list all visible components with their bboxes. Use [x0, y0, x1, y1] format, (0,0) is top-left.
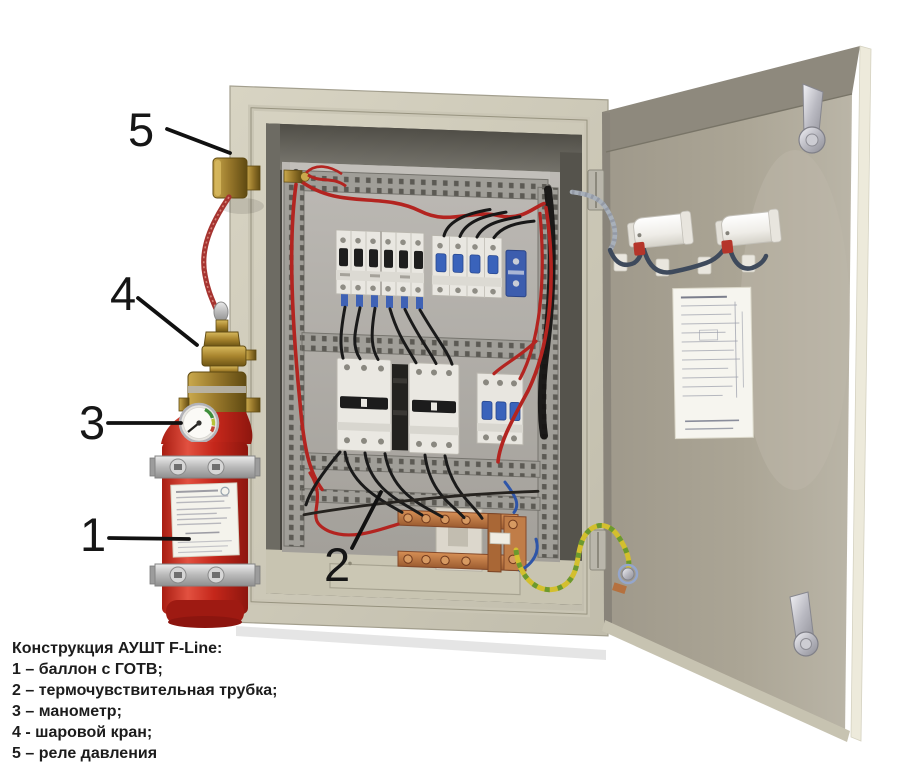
contactor-spacer: [392, 363, 408, 451]
ball-valve: [201, 319, 257, 375]
circuit-breaker-block-1: [335, 229, 425, 310]
caption-line-5: 5 – реле давления: [12, 745, 158, 762]
door-top-flange: [602, 46, 860, 152]
door-latch-top: [798, 83, 826, 154]
ground-wire: [513, 523, 639, 594]
door-outer-edge: [850, 45, 872, 742]
leader-line-1: [107, 536, 191, 541]
mounting-clamp-bottom: [149, 563, 261, 587]
din-rail-left: [283, 173, 305, 548]
caption-line-1: 1 – баллон с ГОТВ;: [12, 661, 163, 678]
contactor-1: [336, 357, 392, 453]
mounting-clamp-top: [149, 455, 261, 479]
wiring-diagram-sheet: [672, 286, 754, 440]
callout-number-3: 3: [79, 396, 106, 449]
wiring: [289, 178, 556, 573]
bulkhead-fitting: [283, 165, 347, 188]
caption-line-3: 3 – манометр;: [12, 703, 122, 720]
door-latch-bottom: [789, 591, 819, 657]
cabinet-shadow: [236, 626, 606, 660]
hinge-bottom: [589, 529, 607, 571]
leader-line-2: [350, 490, 383, 550]
caption-line-2: 2 – термочувствительная трубка;: [12, 682, 278, 699]
caption-legend: Конструкция АУШТ F-Line: 1 – баллон с ГО…: [12, 638, 278, 764]
caption-line-4: 4 - шаровой кран;: [12, 724, 153, 741]
leader-line-5: [165, 127, 232, 155]
door-hinge-edge: [602, 112, 612, 627]
cabinet-body: [229, 85, 609, 637]
signal-device-1: [627, 210, 694, 256]
callout-number-1: 1: [80, 508, 107, 561]
door-feed-cable: [569, 189, 618, 253]
leader-line-4: [136, 296, 199, 347]
pressure-relay: [212, 157, 261, 199]
callout-number-5: 5: [128, 103, 155, 156]
door-bottom-flange: [602, 620, 850, 742]
callout-number-2: 2: [324, 538, 351, 591]
contactor-2: [408, 362, 460, 455]
pressure-gauge: [178, 402, 220, 444]
signal-device-2: [715, 208, 782, 254]
cylinder-label: [170, 482, 240, 558]
capillary-tube: [201, 194, 232, 323]
callout-number-4: 4: [110, 267, 137, 320]
din-rail-mid-upper: [301, 332, 541, 360]
leader-lines: [106, 127, 383, 550]
thermal-tube: [302, 489, 540, 517]
din-rail-mid-lower: [301, 452, 541, 478]
bus-bars: [397, 507, 527, 573]
terminal-block: [505, 249, 527, 298]
breaker-3pole: [476, 372, 524, 446]
circuit-breaker-block-2: [431, 234, 503, 299]
caption-title: Конструкция АУШТ F-Line:: [12, 640, 223, 657]
